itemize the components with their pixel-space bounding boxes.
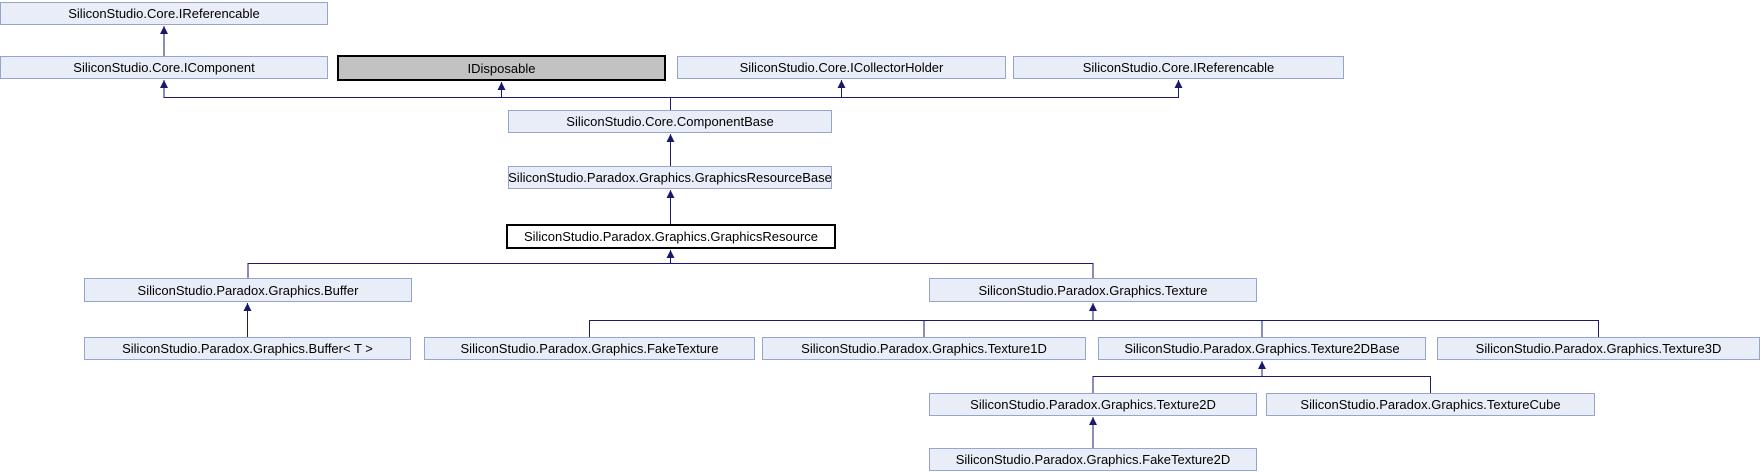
class-node-label: SiliconStudio.Paradox.Graphics.FakeTextu…	[955, 452, 1231, 467]
class-node-ireferencable-base[interactable]: SiliconStudio.Core.IReferencable	[0, 2, 328, 25]
class-node-label: SiliconStudio.Paradox.Graphics.TextureCu…	[1300, 397, 1561, 412]
class-node-icollectorholder[interactable]: SiliconStudio.Core.ICollectorHolder	[677, 56, 1006, 79]
class-node-label: SiliconStudio.Paradox.Graphics.GraphicsR…	[523, 229, 819, 244]
class-node-label: SiliconStudio.Core.IComponent	[73, 60, 255, 75]
class-node-label: SiliconStudio.Paradox.Graphics.Buffer	[137, 282, 359, 298]
class-node-texture2dbase[interactable]: SiliconStudio.Paradox.Graphics.Texture2D…	[1098, 337, 1426, 360]
class-node-label: SiliconStudio.Paradox.Graphics.Texture1D	[801, 341, 1047, 356]
class-node-label: SiliconStudio.Core.IReferencable	[68, 6, 260, 21]
class-node-ireferencable[interactable]: SiliconStudio.Core.IReferencable	[1013, 56, 1344, 79]
edge-componentbase-to-icomponent	[160, 80, 671, 110]
class-node-texturecube[interactable]: SiliconStudio.Paradox.Graphics.TextureCu…	[1266, 393, 1595, 416]
class-node-buffer-t[interactable]: SiliconStudio.Paradox.Graphics.Buffer< T…	[84, 337, 411, 360]
class-node-label: SiliconStudio.Paradox.Graphics.Texture	[978, 282, 1208, 298]
class-node-faketexture[interactable]: SiliconStudio.Paradox.Graphics.FakeTextu…	[424, 337, 755, 360]
class-node-label: SiliconStudio.Core.ICollectorHolder	[739, 60, 944, 75]
edge-componentbase-to-ireferencable	[670, 80, 1183, 110]
edge-texture3d-to-texture	[1089, 303, 1599, 337]
class-node-componentbase[interactable]: SiliconStudio.Core.ComponentBase	[508, 110, 832, 133]
edge-texture-to-graphicsresource	[666, 250, 1094, 278]
class-node-label: SiliconStudio.Paradox.Graphics.Buffer< T…	[122, 341, 373, 356]
class-node-buffer[interactable]: SiliconStudio.Paradox.Graphics.Buffer	[84, 278, 412, 302]
class-node-label: IDisposable	[467, 60, 536, 76]
class-node-label: SiliconStudio.Paradox.Graphics.Texture2D	[970, 397, 1216, 412]
class-node-label: SiliconStudio.Paradox.Graphics.Texture2D…	[1124, 341, 1400, 356]
class-node-label: SiliconStudio.Paradox.Graphics.GraphicsR…	[508, 170, 832, 185]
class-node-graphicsresourcebase[interactable]: SiliconStudio.Paradox.Graphics.GraphicsR…	[508, 166, 832, 189]
edge-texture1d-to-texture	[923, 303, 1097, 337]
class-node-texture1d[interactable]: SiliconStudio.Paradox.Graphics.Texture1D	[762, 337, 1086, 360]
edge-texture2d-to-texture2dbase	[1092, 361, 1266, 393]
class-node-label: SiliconStudio.Paradox.Graphics.Texture3D	[1475, 341, 1722, 356]
class-node-graphicsresource: SiliconStudio.Paradox.Graphics.GraphicsR…	[506, 224, 836, 249]
class-node-texture3d[interactable]: SiliconStudio.Paradox.Graphics.Texture3D	[1437, 337, 1760, 360]
class-node-icomponent[interactable]: SiliconStudio.Core.IComponent	[0, 56, 328, 79]
edge-componentbase-to-icollectorholder	[670, 80, 846, 110]
class-node-idisposable: IDisposable	[337, 55, 666, 81]
class-node-faketexture2d[interactable]: SiliconStudio.Paradox.Graphics.FakeTextu…	[929, 448, 1257, 471]
class-node-label: SiliconStudio.Core.ComponentBase	[566, 114, 774, 129]
edge-buffer-to-graphicsresource	[247, 250, 675, 278]
class-node-texture[interactable]: SiliconStudio.Paradox.Graphics.Texture	[929, 278, 1257, 302]
edge-componentbase-to-idisposable	[497, 82, 671, 110]
class-node-label: SiliconStudio.Core.IReferencable	[1082, 60, 1275, 75]
class-node-texture2d[interactable]: SiliconStudio.Paradox.Graphics.Texture2D	[929, 393, 1257, 416]
class-node-label: SiliconStudio.Paradox.Graphics.FakeTextu…	[460, 341, 719, 356]
edge-texturecube-to-texture2dbase	[1258, 361, 1431, 393]
